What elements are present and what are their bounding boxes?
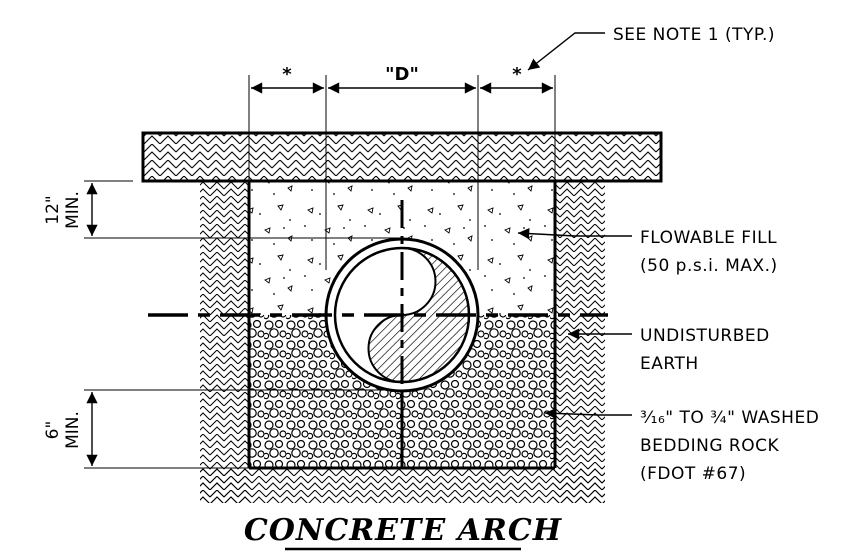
flowable-fill-label-2: (50 p.s.i. MAX.): [640, 256, 778, 276]
dim-right-star: *: [512, 64, 522, 85]
see-note-label: SEE NOTE 1 (TYP.): [613, 25, 775, 45]
leader-flowable-fill: [517, 227, 632, 240]
undisturbed-label-2: EARTH: [640, 354, 699, 374]
bedding-label-3: (FDOT #67): [640, 464, 746, 484]
leader-bedding: [544, 407, 632, 420]
bedding-label-2: BEDDING ROCK: [640, 436, 779, 456]
undisturbed-earth-left: [200, 181, 249, 503]
undisturbed-earth-right: [555, 181, 605, 503]
leader-see-note: [527, 32, 605, 71]
undisturbed-earth-bottom: [200, 468, 605, 503]
flowable-fill-label-1: FLOWABLE FILL: [640, 228, 777, 248]
dim-bedding-note: MIN.: [63, 411, 83, 449]
undisturbed-label-1: UNDISTURBED: [640, 326, 770, 346]
dim-left-star: *: [282, 64, 292, 85]
pavement-slab: [141, 131, 663, 183]
bedding-label-1: ³⁄₁₆" TO ¾" WASHED: [640, 408, 819, 428]
dim-cover-note: MIN.: [63, 191, 83, 229]
drawing-title: CONCRETE ARCH: [244, 513, 563, 548]
dim-cover-value: 12": [43, 195, 63, 224]
dim-diameter-label: "D": [385, 64, 419, 85]
dim-bedding-value: 6": [43, 421, 63, 440]
